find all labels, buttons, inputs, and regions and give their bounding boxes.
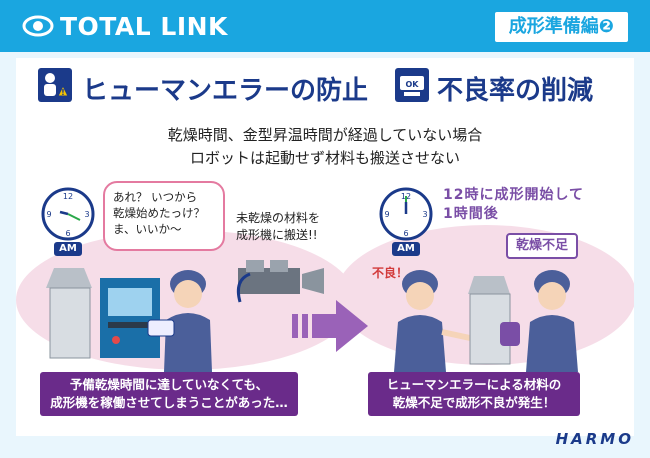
subtitle-line-2: ロボットは起動せず材料も搬送させない [189, 149, 460, 167]
right-caption-line-1: ヒューマンエラーによる材料の [386, 377, 562, 392]
title-human-error: ヒューマンエラーの防止 [82, 76, 369, 106]
thought-line-2: 乾燥始めたっけ？ [113, 206, 205, 220]
arrow-right-icon [292, 300, 368, 352]
transport-note-line-2: 成形機に搬送!! [236, 228, 318, 242]
left-caption-line-1: 予備乾燥時間に達していなくても、 [69, 377, 269, 392]
molding-machine-illustration [46, 268, 160, 359]
defect-exclamation: 不良！ [372, 266, 409, 280]
elapsed-note-line-2: 1時間後 [443, 206, 499, 222]
left-caption: 予備乾燥時間に達していなくても、 成形機を稼働させてしまうことがあった… [40, 372, 298, 416]
worker-illustration [147, 270, 212, 372]
transport-note-line-1: 未乾燥の材料を [236, 211, 321, 225]
clock-icon: 12 3 6 9 [379, 187, 433, 241]
insufficient-drying-tag: 乾燥不足 [506, 233, 579, 259]
logo-mark-icon [22, 15, 54, 37]
brand-name: TOTAL LINK [60, 11, 228, 41]
elapsed-note-line-1: 12時に成形開始して [443, 187, 585, 203]
svg-text:OK: OK [406, 80, 420, 89]
am-label: AM [392, 242, 420, 256]
defect-scene-illustration [394, 270, 578, 372]
right-caption-line-2: 乾燥不足で成形不良が発生！ [392, 395, 556, 410]
brand-footer-logo: HARMO [555, 430, 634, 448]
thought-bubble: あれ？ いつから 乾燥始めたっけ？ ま、いいか〜 [103, 181, 225, 251]
svg-text:!: ! [61, 88, 65, 97]
right-caption: ヒューマンエラーによる材料の 乾燥不足で成形不良が発生！ [368, 372, 580, 416]
svg-text:6: 6 [65, 229, 70, 238]
elapsed-note: 12時に成形開始して 1時間後 [443, 186, 584, 224]
thought-line-3: ま、いいか〜 [113, 222, 182, 236]
svg-text:9: 9 [384, 210, 389, 219]
human-error-icon: ! [38, 68, 72, 102]
injection-unit-illustration [236, 260, 324, 303]
brand-logo: TOTAL LINK [22, 10, 228, 42]
svg-text:3: 3 [422, 210, 427, 219]
svg-text:6: 6 [403, 229, 408, 238]
defect-reduction-icon: OK [395, 68, 429, 102]
clock-icon: 12 3 6 9 [41, 187, 95, 241]
transport-note: 未乾燥の材料を 成形機に搬送!! [236, 210, 320, 244]
svg-text:9: 9 [46, 210, 51, 219]
subtitle-line-1: 乾燥時間、金型昇温時間が経過していない場合 [167, 126, 483, 144]
svg-text:12: 12 [63, 192, 73, 201]
thought-line-1: あれ？ いつから [113, 190, 198, 204]
title-defect-reduction: 不良率の削減 [437, 76, 594, 106]
edition-label: 成形準備編❷ [494, 12, 628, 42]
svg-text:3: 3 [84, 210, 89, 219]
header-bar: TOTAL LINK 成形準備編❷ [0, 0, 650, 52]
am-label: AM [54, 242, 82, 256]
left-caption-line-2: 成形機を稼働させてしまうことがあった… [50, 395, 288, 410]
